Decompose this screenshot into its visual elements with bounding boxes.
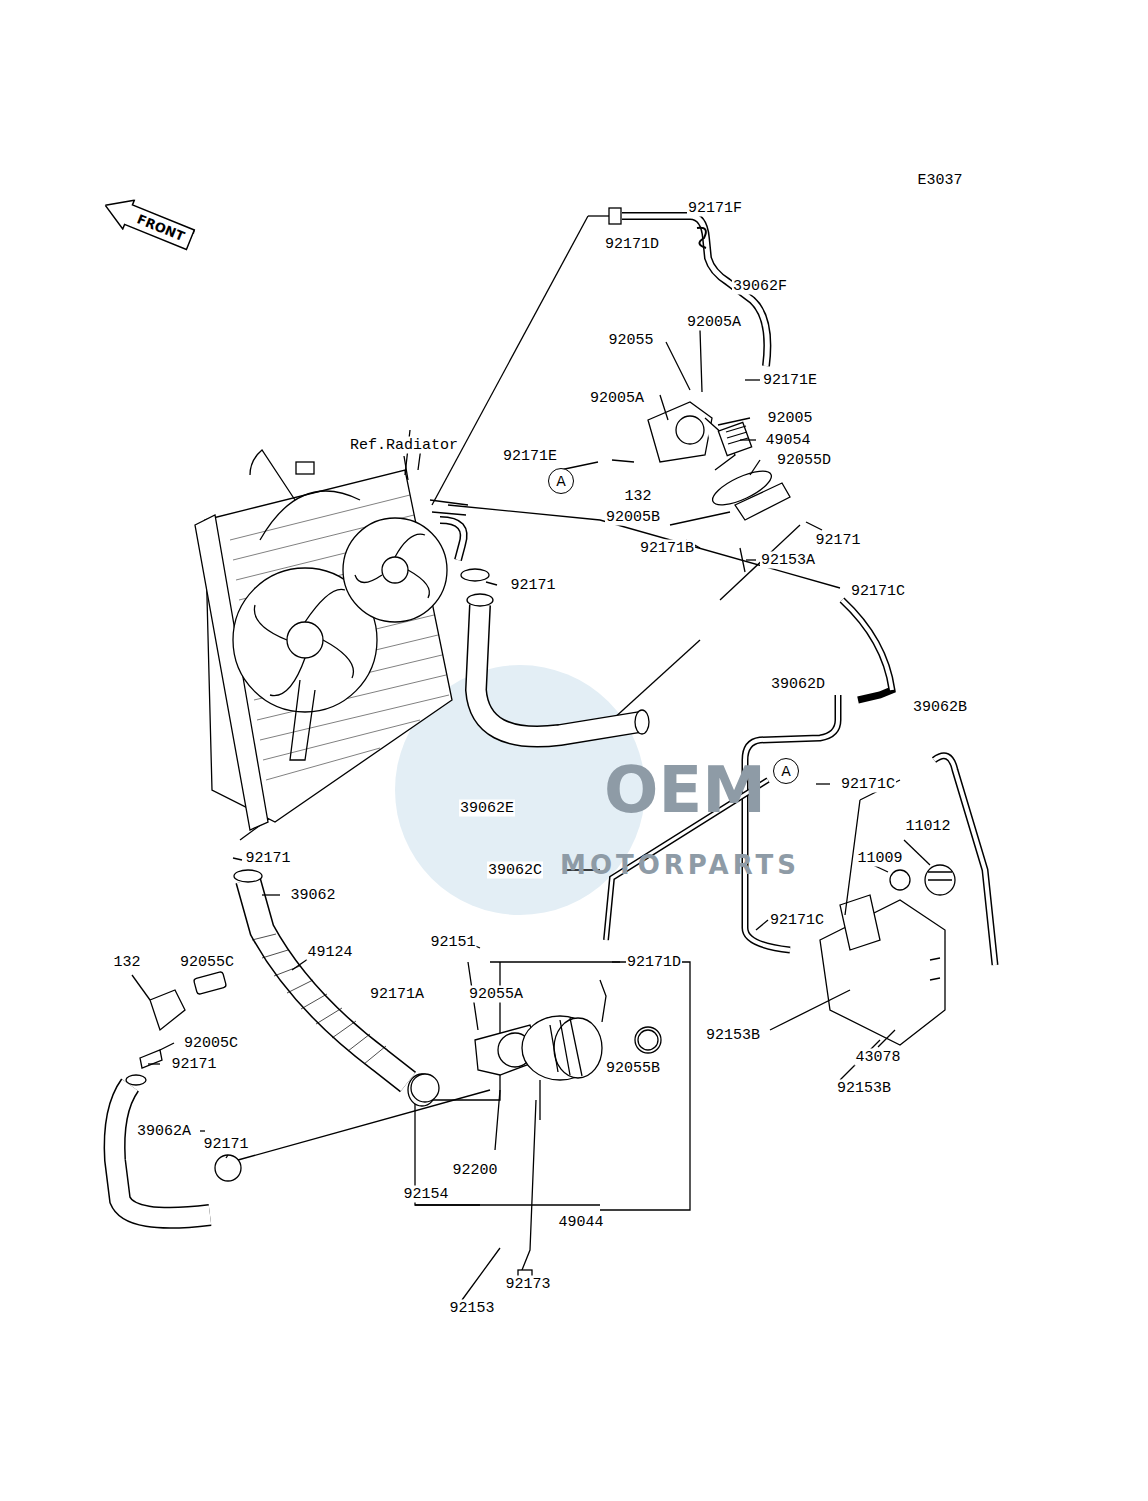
callout-number: 92200 xyxy=(451,1162,498,1179)
callout-number: 92171 xyxy=(202,1136,249,1153)
callout-number: 92171C xyxy=(850,583,906,600)
callout-number: Ref.Radiator xyxy=(349,437,459,454)
callout-number: 92005A xyxy=(686,314,742,331)
callout-number: 92171A xyxy=(369,986,425,1003)
watermark: OEM xyxy=(603,755,767,825)
callout-number: 92171D xyxy=(604,236,660,253)
callout-number: 92171E xyxy=(762,372,818,389)
callout-number: 92153A xyxy=(760,552,816,569)
callout-number: 92055D xyxy=(776,452,832,469)
connection-mark: A xyxy=(548,468,574,494)
callout-number: 92173 xyxy=(504,1276,551,1293)
callout-number: 92055 xyxy=(607,332,654,349)
callout-number: 39062D xyxy=(770,676,826,693)
callout-number: 92153B xyxy=(836,1080,892,1097)
callout-number: 92171 xyxy=(244,850,291,867)
callout-number: 49054 xyxy=(764,432,811,449)
callout-number: 43078 xyxy=(854,1049,901,1066)
callout-number: 49124 xyxy=(306,944,353,961)
callout-number: 92005B xyxy=(605,509,661,526)
arrow-edge xyxy=(193,229,195,233)
front-arrow: FRONT xyxy=(98,189,197,255)
callout-number: 92171E xyxy=(502,448,558,465)
callout-number: 92151 xyxy=(429,934,476,951)
callout-number: 39062A xyxy=(136,1123,192,1140)
callout-number: 92153 xyxy=(448,1300,495,1317)
callout-number: 39062F xyxy=(732,278,788,295)
diagram-code: E3037 xyxy=(916,172,963,189)
callout-number: 92005A xyxy=(589,390,645,407)
callout-number: 92171 xyxy=(814,532,861,549)
callout-number: 92171C xyxy=(769,912,825,929)
callout-number: 92171D xyxy=(626,954,682,971)
callout-number: 39062E xyxy=(459,800,515,817)
callout-number: 92171C xyxy=(840,776,896,793)
connection-mark: A xyxy=(773,758,799,784)
callout-number: 11009 xyxy=(856,850,903,867)
callout-number: 39062 xyxy=(289,887,336,904)
callout-number: 49044 xyxy=(557,1214,604,1231)
illustration xyxy=(115,208,995,1300)
callout-number: 92171F xyxy=(687,200,743,217)
callout-number: 92005 xyxy=(766,410,813,427)
callout-number: 132 xyxy=(623,488,652,505)
callout-number: 92055C xyxy=(179,954,235,971)
reference-letter: A xyxy=(556,473,566,489)
callout-number: 92171 xyxy=(170,1056,217,1073)
callout-number: 132 xyxy=(112,954,141,971)
watermark: MOTORPARTS xyxy=(559,851,801,880)
callout-number: 92171B xyxy=(639,540,695,557)
callout-number: 92171 xyxy=(509,577,556,594)
callout-number: 11012 xyxy=(904,818,951,835)
callout-number: 92153B xyxy=(705,1027,761,1044)
arrow-shape xyxy=(100,190,197,253)
callout-number: 92055A xyxy=(468,986,524,1003)
callout-number: 92005C xyxy=(183,1035,239,1052)
callout-number: 39062B xyxy=(912,699,968,716)
callout-number: 92055B xyxy=(605,1060,661,1077)
callout-number: 39062C xyxy=(487,862,543,879)
callout-number: 92154 xyxy=(402,1186,449,1203)
reference-letter: A xyxy=(781,763,791,779)
